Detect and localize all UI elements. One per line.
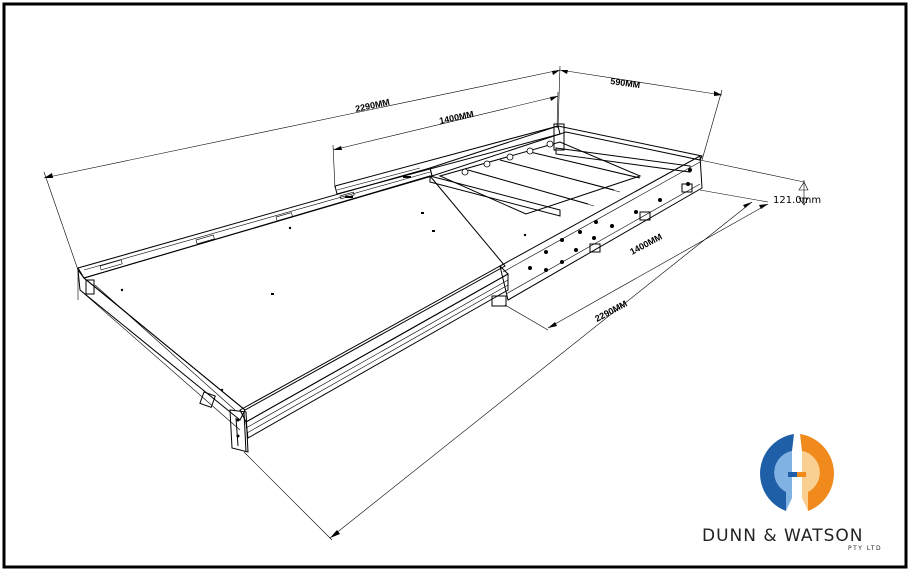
dim-slide-side: 1400MM bbox=[628, 231, 664, 256]
logo-orange-mark bbox=[800, 434, 834, 511]
brand-logo bbox=[760, 434, 834, 511]
dim-width: 590MM bbox=[610, 76, 641, 90]
dim-slide-top: 1400MM bbox=[438, 109, 474, 126]
dim-overall-side: 2290MM bbox=[593, 298, 629, 323]
dim-overall-top: 2290MM bbox=[354, 97, 390, 114]
logo-blue-mark bbox=[760, 434, 794, 511]
dim-height: 121.0mm bbox=[773, 195, 821, 206]
brand-name: DUNN & WATSON bbox=[702, 526, 864, 546]
brand-suffix: PTY LTD bbox=[848, 545, 882, 552]
drawer-linework bbox=[77, 123, 703, 453]
dimension-lines bbox=[43, 65, 809, 541]
